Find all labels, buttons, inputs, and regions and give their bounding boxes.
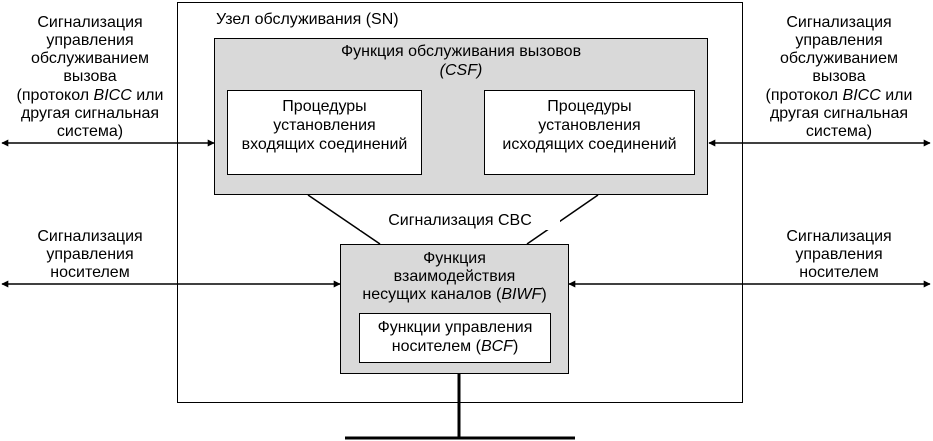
biwf-line-3: несущих каналов (BIWF) bbox=[362, 286, 547, 303]
cbc-line-left bbox=[307, 194, 381, 245]
incoming-line-2: установления bbox=[273, 117, 376, 134]
csf-title: Функция обслуживания вызовов bbox=[340, 43, 582, 60]
cbc-signalling-label: Сигнализация CBC bbox=[360, 211, 560, 230]
incoming-line-3: входящих соединений bbox=[241, 136, 408, 153]
outgoing-procedures-box bbox=[484, 90, 695, 175]
csf-abbr: (CSF) bbox=[439, 62, 483, 79]
bcf-line-1: Функции управления bbox=[377, 319, 533, 336]
biwf-line-1: Функция bbox=[423, 250, 486, 267]
biwf-line-2: взаимодействия bbox=[393, 268, 516, 285]
outgoing-line-3: исходящих соединений bbox=[502, 136, 677, 153]
service-node-title: Узел обслуживания (SN) bbox=[216, 11, 399, 28]
outgoing-line-2: установления bbox=[538, 117, 641, 134]
service-node-box bbox=[177, 2, 743, 403]
incoming-procedures-box bbox=[227, 90, 422, 175]
bcf-box bbox=[359, 313, 551, 363]
incoming-line-1: Процедуры bbox=[282, 98, 367, 115]
cbc-line-right bbox=[526, 194, 599, 245]
outgoing-line-1: Процедуры bbox=[547, 98, 632, 115]
bcf-line-2: носителем (BCF) bbox=[391, 338, 519, 355]
